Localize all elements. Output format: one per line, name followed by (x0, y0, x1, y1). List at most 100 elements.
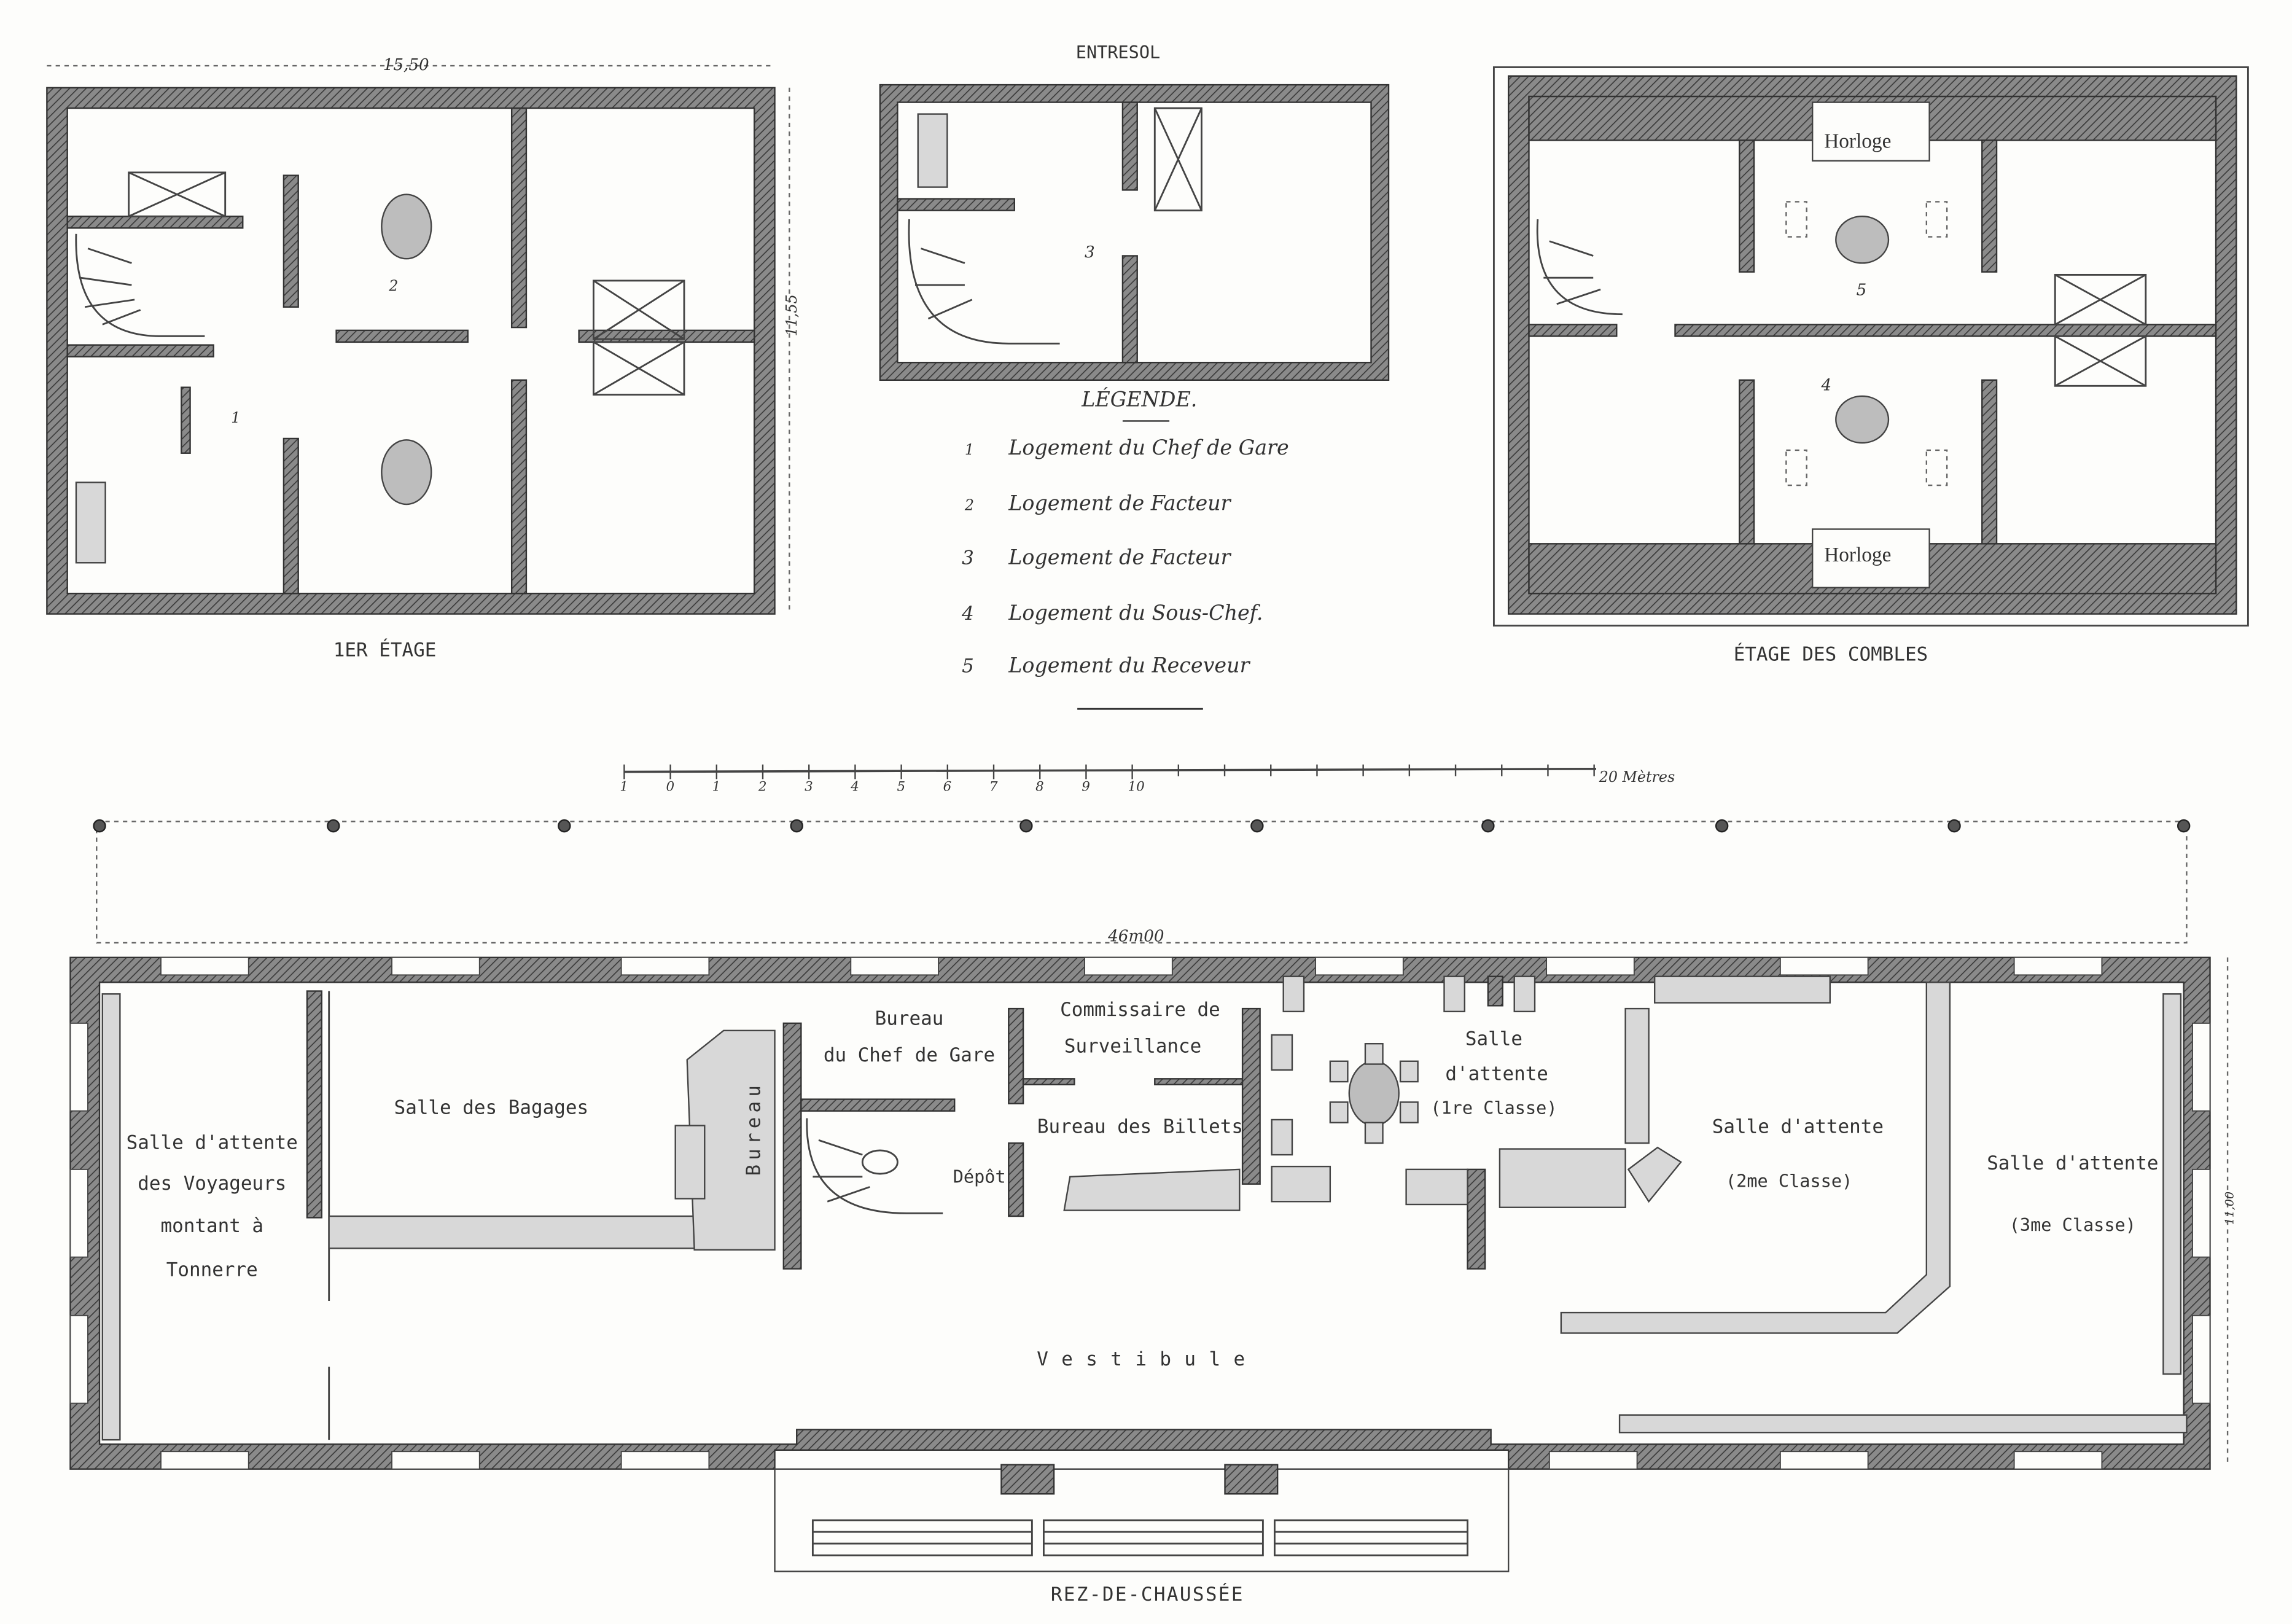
wall (283, 174, 299, 308)
wall (283, 437, 299, 595)
table (1835, 395, 1890, 444)
attic-title: ÉTAGE DES COMBLES (1734, 644, 1928, 666)
scale-tick-label: 6 (943, 779, 952, 794)
scale-tick-label: 9 (1082, 779, 1090, 794)
wall (1674, 324, 2217, 337)
depth-dimension: 11,55 (783, 294, 800, 336)
legend-number: 2 (964, 497, 974, 514)
wall (181, 386, 191, 454)
room-label-troisieme-1: Salle d'attente (1987, 1152, 2158, 1174)
staircase (75, 233, 205, 337)
wall (306, 990, 322, 1219)
width-dimension: 15,50 (383, 56, 429, 74)
scale-tick-label: 8 (1035, 779, 1044, 794)
room-label-deuxieme-2: (2me Classe) (1726, 1170, 1852, 1191)
wall (1008, 1007, 1024, 1104)
legend-item: 1 Logement du Chef de Gare (965, 435, 1289, 459)
room-label-voyageurs-1: Salle d'attente (127, 1132, 298, 1154)
chimney-flue (128, 171, 227, 217)
scale-tick-label: 3 (805, 779, 813, 794)
room-number: 3 (1085, 243, 1095, 262)
canopy-column (790, 819, 803, 833)
canopy-column (1250, 819, 1264, 833)
staircase (908, 219, 1060, 345)
canopy-column (2177, 819, 2191, 833)
bench (2162, 993, 2182, 1375)
legend-label: Logement du Receveur (1008, 654, 1250, 677)
legend-label: Logement du Chef de Gare (1008, 435, 1288, 459)
room-label-chef-1: Bureau (875, 1007, 944, 1029)
first-floor-plan: 15,50 11,55 2 1 1ER ÉTAGE (46, 56, 800, 662)
wall (1981, 139, 1998, 273)
wall (1241, 1007, 1261, 1185)
wall (1739, 379, 1755, 545)
windows (69, 956, 2211, 1470)
scale-tick-label: 0 (666, 779, 674, 794)
canopy-column (1715, 819, 1729, 833)
room-label-commissaire-1: Commissaire de (1060, 999, 1220, 1021)
wall (782, 1022, 802, 1270)
flue (2054, 335, 2147, 387)
scale-tick-label: 10 (1128, 779, 1144, 794)
wall (66, 216, 244, 229)
first-floor-title: 1ER ÉTAGE (333, 639, 437, 662)
outer-walls (879, 84, 1390, 381)
room-label-voyageurs-4: Tonnerre (166, 1259, 258, 1281)
length-dimension: 46m00 (1107, 927, 1164, 946)
scale-end-label: 20 Mètres (1599, 768, 1675, 786)
round-table-with-chairs (1329, 1043, 1419, 1144)
outer-walls (69, 956, 2211, 1470)
wall (510, 107, 528, 329)
room-number: 2 (388, 278, 398, 295)
canopy-column (93, 819, 106, 833)
sofa (1499, 1148, 1626, 1208)
room-label-deuxieme-1: Salle d'attente (1712, 1115, 1884, 1138)
ground-floor-plan: 46m00 11,00 (69, 819, 2237, 1606)
roof-outline (1492, 66, 2249, 627)
wall (1528, 324, 1618, 337)
wall (335, 329, 469, 343)
legend-label: Logement de Facteur (1008, 491, 1231, 515)
room-label-premiere-1: Salle (1465, 1028, 1522, 1050)
bed (917, 113, 948, 188)
scale-tick-label: 1 (712, 779, 721, 794)
ground-floor-title: REZ-DE-CHAUSSÉE (1051, 1583, 1244, 1606)
table (381, 193, 432, 260)
office-enclosure (686, 1029, 776, 1251)
clock-label-top: Horloge (1824, 130, 1891, 152)
room-number: 4 (1820, 376, 1831, 394)
room-label-chef-2: du Chef de Gare (824, 1044, 995, 1066)
room-label-depot: Dépôt (953, 1166, 1006, 1187)
depth-dimension: 11,00 (2223, 1192, 2237, 1225)
porch-steps (811, 1519, 1468, 1556)
flue (2054, 273, 2147, 326)
room-label-voyageurs-2: des Voyageurs (138, 1173, 286, 1195)
legend-number: 1 (965, 441, 974, 458)
legend-item: 4 Logement du Sous-Chef. (961, 601, 1263, 625)
legend-item: 2 Logement de Facteur (964, 491, 1232, 515)
room-label-premiere-2: d'attente (1445, 1063, 1548, 1085)
flue (592, 341, 685, 396)
legend-item: 3 Logement de Facteur (962, 545, 1231, 569)
canopy-column (1481, 819, 1495, 833)
attic-plan: Horloge Horloge 5 4 ÉTAGE DES COMBLES (1492, 66, 2249, 666)
canopy-column (1947, 819, 1961, 833)
room-label-bagages: Salle des Bagages (394, 1096, 588, 1118)
wall (1467, 1168, 1486, 1270)
entresol-title: ENTRESOL (1076, 42, 1161, 63)
table (381, 439, 432, 506)
wall (1981, 379, 1998, 545)
legend-label: Logement de Facteur (1008, 545, 1231, 569)
legend-number: 3 (962, 547, 974, 569)
wall (1739, 139, 1755, 273)
bench (1618, 1414, 2188, 1434)
room-label-premiere-3: (1re Classe) (1430, 1097, 1557, 1118)
wall (66, 344, 214, 357)
legend: LÉGENDE. 1 Logement du Chef de Gare 2 Lo… (961, 387, 1289, 710)
scale-tick-label: 4 (850, 779, 859, 794)
wall (1121, 101, 1138, 191)
scale-tick-label: 5 (897, 779, 905, 794)
room-number: 5 (1857, 281, 1867, 300)
scale-tick-label: 2 (758, 779, 767, 794)
